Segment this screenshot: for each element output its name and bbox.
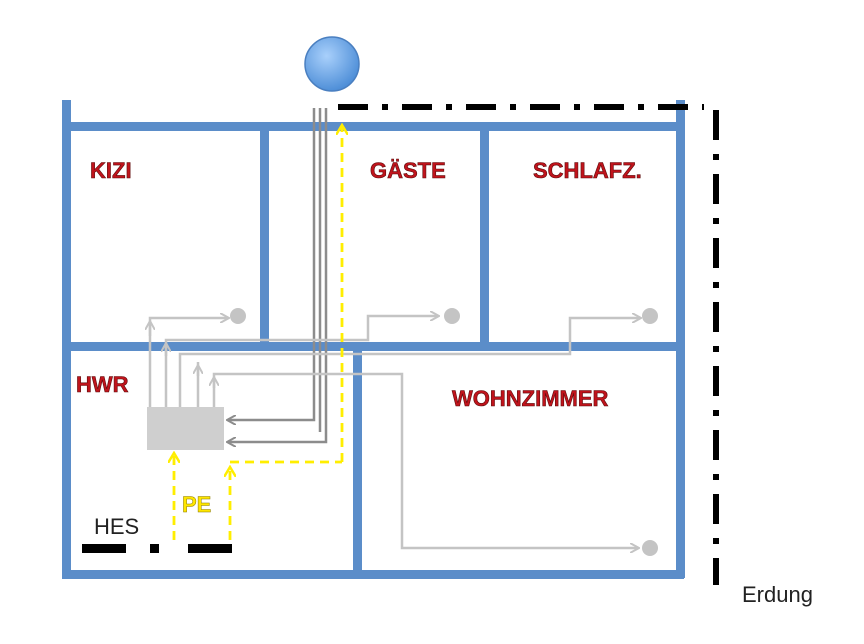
wall-left — [62, 100, 71, 578]
wall-right — [676, 100, 685, 578]
room-label-hwr: HWR — [76, 372, 129, 397]
room-label-schlafz: SCHLAFZ. — [533, 158, 642, 183]
distribution-box-icon — [147, 407, 224, 450]
wall-top — [62, 122, 684, 131]
hes-bar — [82, 544, 232, 553]
hes-dash-3 — [188, 544, 232, 553]
branch-lines — [150, 316, 640, 548]
hes-dash-2 — [150, 544, 159, 553]
pe-label: PE — [182, 492, 211, 517]
pe-lines — [174, 126, 342, 540]
room-label-wohnzimmer: WOHNZIMMER — [452, 386, 609, 411]
erdung-label: Erdung — [742, 582, 813, 607]
wall-kizi-divider — [260, 122, 269, 350]
room-label-kizi: KIZI — [90, 158, 132, 183]
outlet-wohnzimmer-icon — [642, 540, 658, 556]
earthing-border — [338, 104, 719, 585]
branch-to-gaeste — [164, 316, 438, 408]
wall-hwr-divider — [353, 348, 362, 576]
roof-ball-icon — [304, 36, 360, 92]
branch-to-schlafz — [178, 318, 640, 408]
outlet-schlafz-icon — [642, 308, 658, 324]
feed-line-1 — [228, 108, 316, 420]
outlet-kizi-icon — [230, 308, 246, 324]
wall-bottom — [62, 570, 684, 579]
wall-middle-horizontal — [62, 342, 684, 351]
branch-to-kizi — [148, 318, 228, 408]
feed-line-3 — [228, 108, 328, 442]
main-feed-lines — [228, 108, 328, 442]
room-label-gaeste: GÄSTE — [370, 158, 446, 183]
house-walls — [62, 100, 685, 579]
wall-gaeste-divider — [480, 122, 489, 350]
outlets — [230, 308, 658, 556]
outlet-gaeste-icon — [444, 308, 460, 324]
hes-label: HES — [94, 514, 139, 539]
hes-dash-1 — [82, 544, 126, 553]
